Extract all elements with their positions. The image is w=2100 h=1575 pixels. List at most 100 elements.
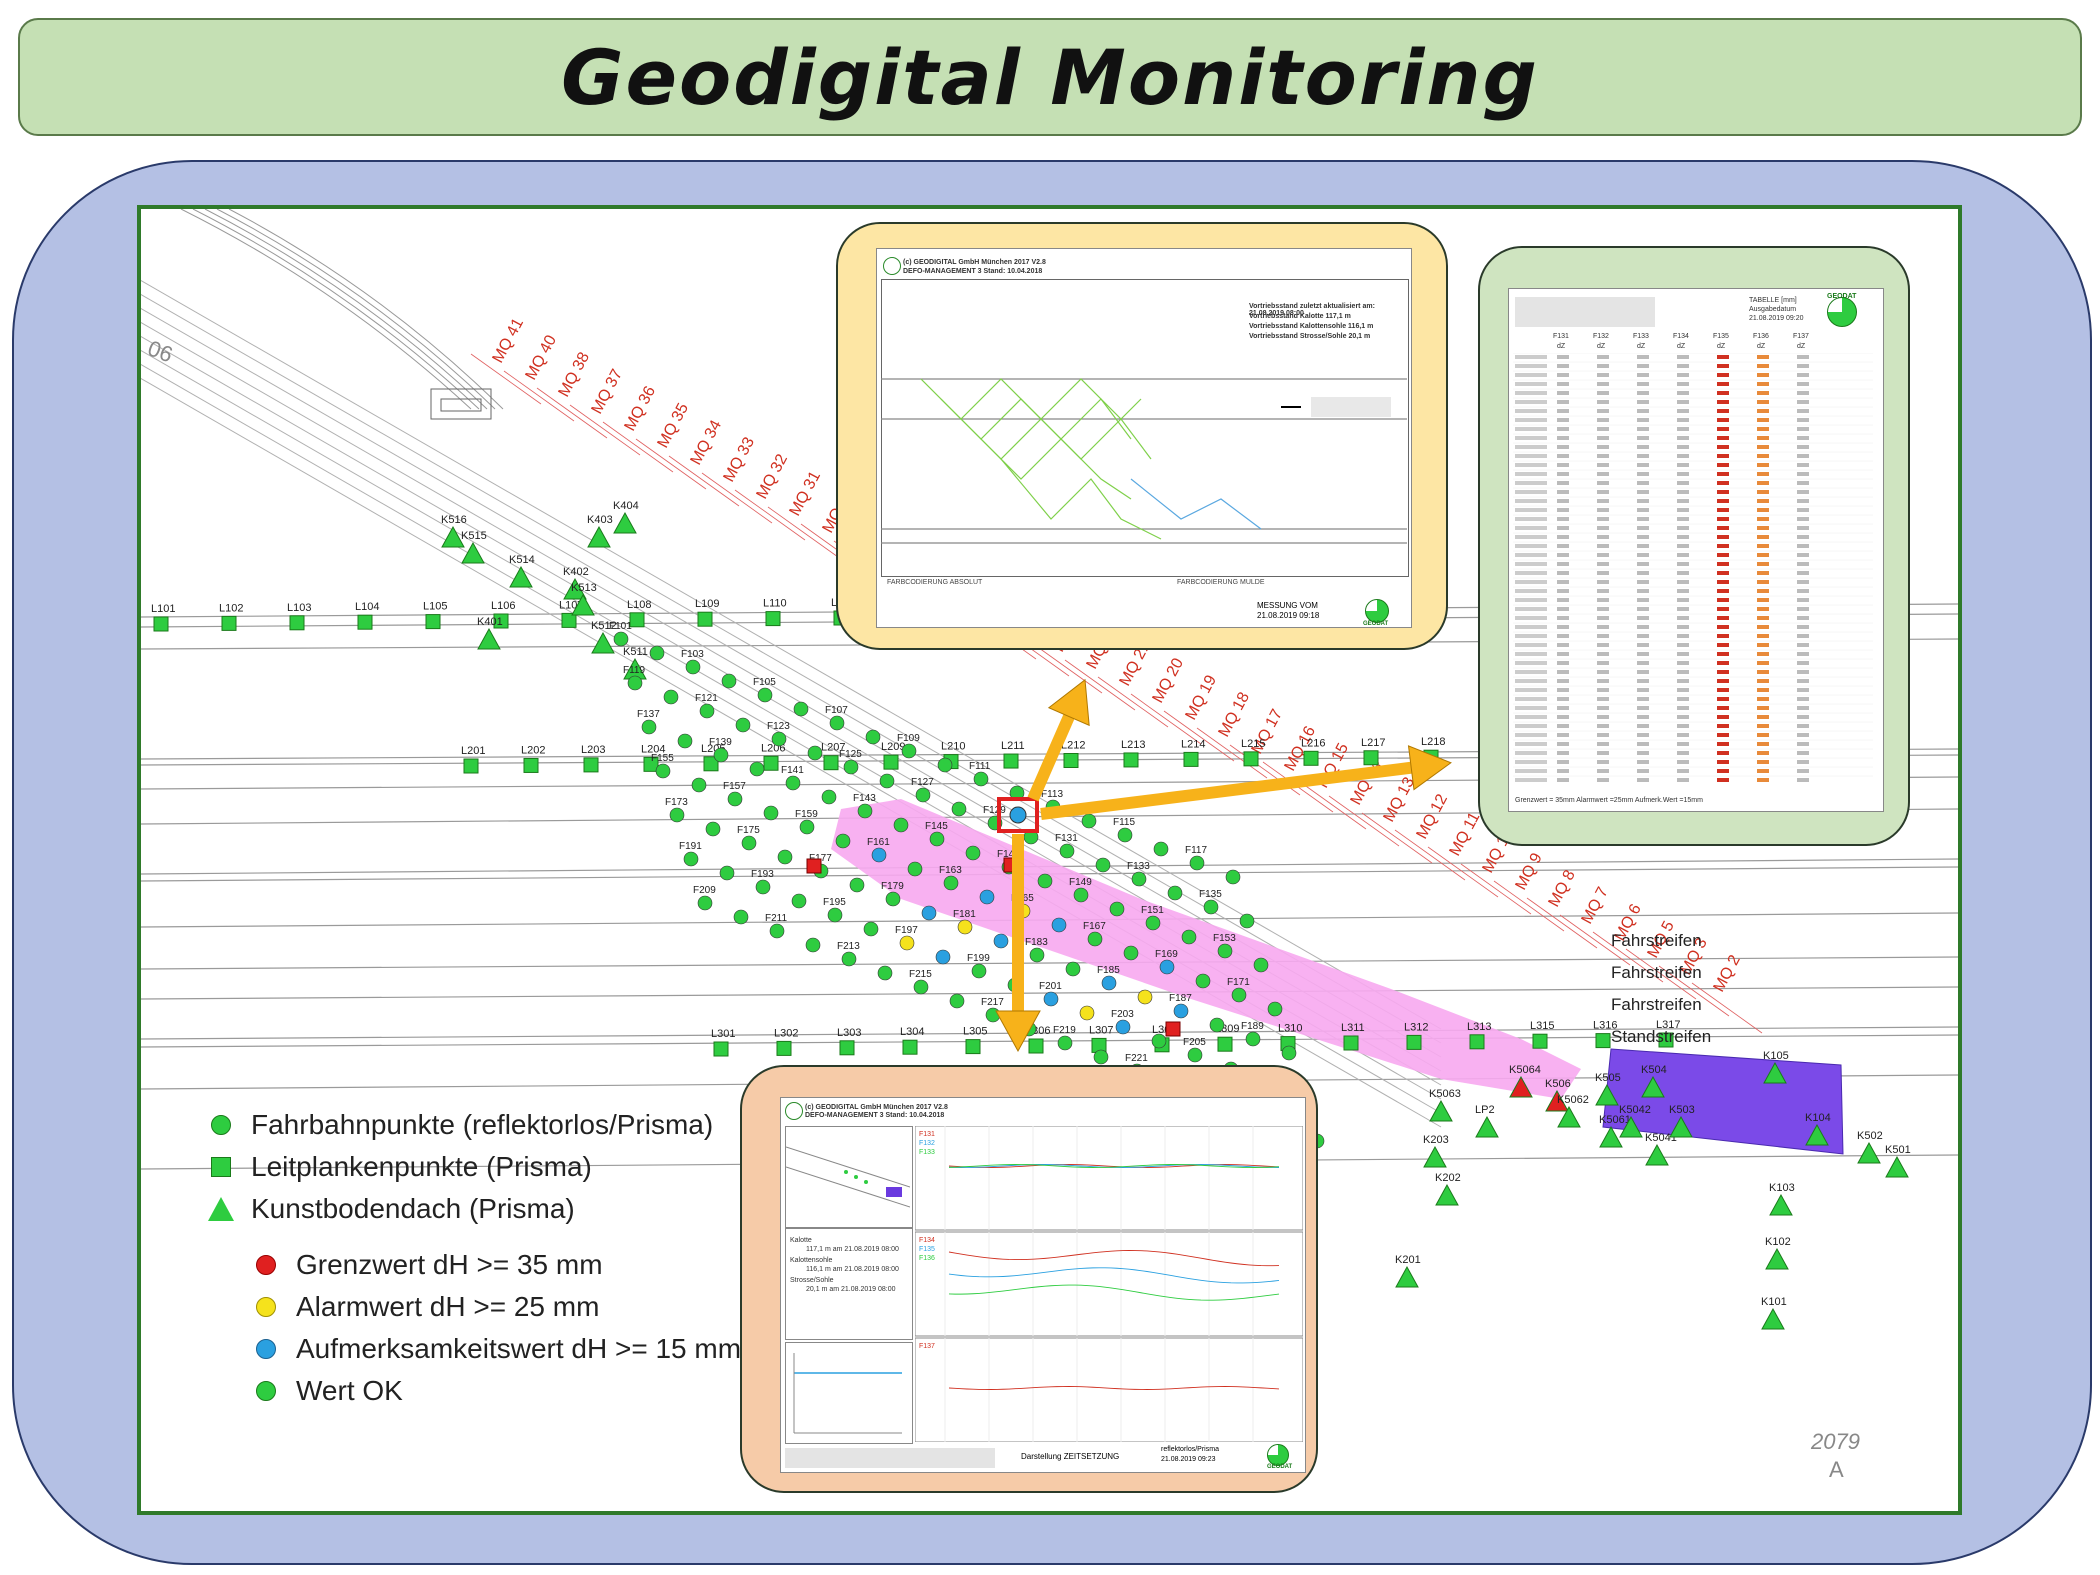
table-cell-placeholder (1717, 409, 1729, 413)
table-cell-placeholder (1677, 625, 1689, 629)
table-cell-placeholder (1597, 490, 1609, 494)
table-cell-placeholder (1677, 571, 1689, 575)
leitplanke-marker (629, 612, 645, 628)
leitplanke-label: L213 (1121, 739, 1145, 751)
table-cell-placeholder (1797, 580, 1809, 584)
table-cell-placeholder (1637, 472, 1649, 476)
table-cell-placeholder (1677, 733, 1689, 737)
fahrbahn-label: F193 (751, 869, 774, 880)
legend: Fahrbahnpunkte (reflektorlos/Prisma) Lei… (201, 1104, 741, 1412)
fahrbahn-label: F211 (765, 913, 787, 924)
table-cell-placeholder (1515, 409, 1547, 413)
table-cell-placeholder (1597, 544, 1609, 548)
fahrbahn-label: F217 (981, 997, 1004, 1008)
table-cell-placeholder (1557, 598, 1569, 602)
kunstboden-marker (461, 541, 485, 564)
kunstboden-marker (1669, 1115, 1693, 1138)
fahrbahn-label: F183 (1025, 937, 1048, 948)
table-cell-placeholder (1637, 499, 1649, 503)
table-cell-placeholder (1757, 364, 1769, 368)
table-cell-placeholder (1515, 391, 1547, 395)
table-cell-placeholder (1637, 544, 1649, 548)
table-cell-placeholder (1757, 625, 1769, 629)
table-cell-placeholder (1717, 751, 1729, 755)
fahrbahn-label: F157 (723, 781, 746, 792)
work-zone (1602, 1048, 1844, 1155)
fahrbahn-marker (655, 763, 671, 779)
table-cell-placeholder (1515, 733, 1547, 737)
table-cell-placeholder (1757, 697, 1769, 701)
table-cell-placeholder (1597, 445, 1609, 449)
table-cell-placeholder (1797, 454, 1809, 458)
table-cell-placeholder (1797, 499, 1809, 503)
fahrbahn-marker (805, 937, 821, 953)
fahrbahn-label: F187 (1169, 993, 1192, 1004)
arrow-head (995, 1010, 1041, 1053)
table-cell-placeholder (1757, 580, 1769, 584)
table-cell-placeholder (1557, 499, 1569, 503)
arrow-shaft (1040, 758, 1442, 820)
leitplanke-label: L307 (1089, 1024, 1113, 1036)
fahrbahn-marker (899, 935, 915, 951)
table-cell-placeholder (1797, 553, 1809, 557)
fahrbahn-marker (1131, 871, 1147, 887)
lane-label: Standstreifen (1611, 1027, 1711, 1046)
table-cell-placeholder (1515, 373, 1547, 377)
profile-network (881, 378, 1407, 544)
mq-line (1031, 642, 1103, 694)
table-cell-placeholder (1637, 445, 1649, 449)
mq-line (734, 489, 806, 541)
kunstboden-label: K5042 (1619, 1104, 1651, 1116)
table-cell-placeholder (1557, 517, 1569, 521)
table-cell-placeholder (1717, 643, 1729, 647)
leitplanke-marker (839, 1040, 855, 1056)
fahrbahn-marker (1081, 813, 1097, 829)
table-cell-placeholder (1637, 670, 1649, 674)
table-cell-placeholder (1797, 517, 1809, 521)
grenzwert-marker (806, 858, 822, 874)
table-cell-placeholder (1637, 607, 1649, 611)
arrow-head (1407, 745, 1452, 791)
table-cell-placeholder (1637, 535, 1649, 539)
table-cell-placeholder (1797, 598, 1809, 602)
table-cell-placeholder (1717, 400, 1729, 404)
fahrbahn-label: F175 (737, 825, 760, 836)
fahrbahn-label: F163 (939, 865, 962, 876)
fahrbahn-marker (777, 849, 793, 865)
mq-line (1097, 676, 1169, 728)
fahrbahn-marker (685, 659, 701, 675)
table-cell-placeholder (1797, 427, 1809, 431)
arrow-to-timeseries (995, 834, 1041, 1053)
fahrbahn-label: F111 (969, 761, 991, 772)
table-cell-placeholder (1597, 562, 1609, 566)
fahrbahn-marker (721, 673, 737, 689)
table-column-header: F137 (1793, 333, 1809, 340)
table-cell-placeholder (1637, 517, 1649, 521)
table-cell-placeholder (1597, 436, 1609, 440)
fahrbahn-marker (893, 817, 909, 833)
table-cell-placeholder (1557, 634, 1569, 638)
table-cell-placeholder (1797, 355, 1809, 359)
fahrbahn-marker (921, 905, 937, 921)
fahrbahn-label: F139 (709, 737, 732, 748)
mq-label: MQ 8 (1546, 867, 1579, 910)
fahrbahn-marker (741, 835, 757, 851)
table-cell-placeholder (1557, 733, 1569, 737)
table-cell-placeholder (1717, 391, 1729, 395)
fahrbahn-marker (733, 909, 749, 925)
table-cell-placeholder (1677, 706, 1689, 710)
fahrbahn-marker (1059, 843, 1075, 859)
kunstboden-marker (1545, 1089, 1569, 1112)
table-cell-placeholder (1677, 760, 1689, 764)
fahrbahn-marker (843, 759, 859, 775)
table-cell-placeholder (1557, 769, 1569, 773)
table-cell-placeholder (1717, 571, 1729, 575)
fahrbahn-marker (1253, 957, 1269, 973)
table-cell-placeholder (1637, 697, 1649, 701)
fahrbahn-label: F145 (925, 821, 948, 832)
table-cell-placeholder (1757, 463, 1769, 467)
table-cell-placeholder (1515, 625, 1547, 629)
fahrbahn-marker (663, 689, 679, 705)
mq-line (1328, 795, 1400, 847)
structure (430, 388, 492, 420)
